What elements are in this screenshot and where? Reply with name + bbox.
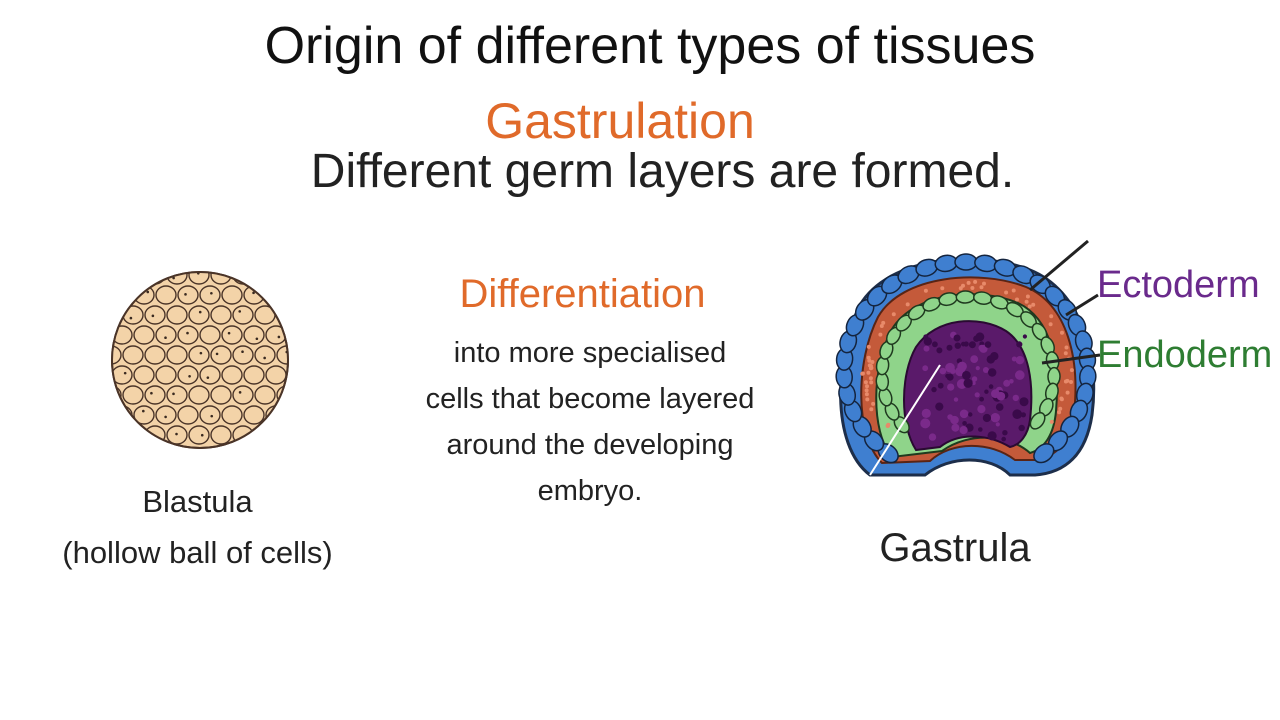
differentiation-line: cells that become layered	[425, 383, 755, 415]
differentiation-line: embryo.	[537, 475, 643, 507]
endoderm-label: Endoderm	[1097, 334, 1273, 376]
tagline: Different germ layers are formed.	[310, 145, 1015, 198]
blastula-illustration	[111, 271, 289, 449]
ectoderm-pointer-line	[1029, 239, 1089, 292]
blastula-caption: Blastula (hollow ball of cells)	[20, 476, 375, 578]
gastrula-caption: Gastrula	[879, 526, 1031, 570]
page-title: Origin of different types of tissues	[264, 17, 1036, 75]
differentiation-line: into more specialised	[453, 337, 727, 369]
ectoderm-label: Ectoderm	[1097, 264, 1260, 306]
endoderm-pointer-line	[1041, 353, 1101, 365]
archenteron-pointer-line	[869, 364, 941, 476]
section-subtitle: Gastrulation	[485, 93, 755, 149]
differentiation-heading: Differentiation	[459, 272, 706, 316]
blastula-caption-name: Blastula	[142, 484, 253, 519]
ectoderm-pointer-line	[1065, 293, 1099, 317]
differentiation-text: into more specialised cells that become …	[380, 330, 800, 514]
gastrula-cells	[835, 253, 1097, 464]
differentiation-line: around the developing	[446, 429, 734, 461]
blastula-caption-desc: (hollow ball of cells)	[62, 535, 333, 570]
gastrula-illustration	[835, 239, 1101, 477]
